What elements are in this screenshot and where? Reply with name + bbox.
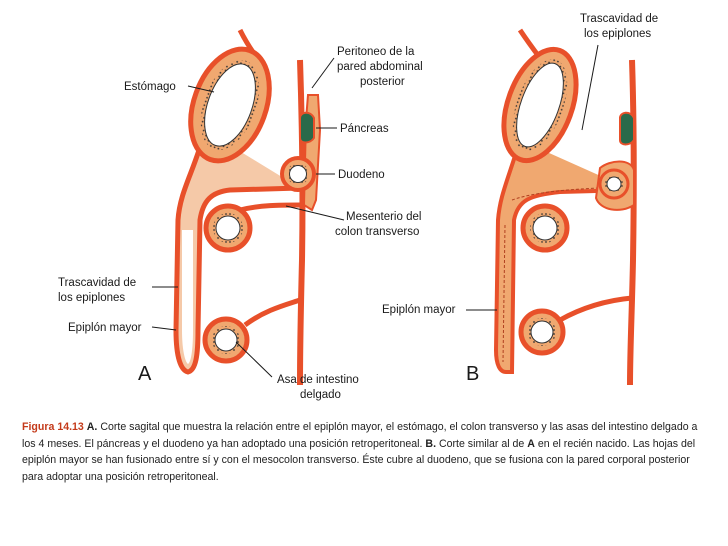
transverse-colon-b <box>520 203 570 253</box>
label-peritoneo-1: Peritoneo de la <box>337 46 415 58</box>
duodenum <box>280 156 316 192</box>
greater-omentum <box>173 129 301 375</box>
small-intestine-loop <box>202 316 250 364</box>
label-trascavidad-b-2: los epiplones <box>584 28 651 40</box>
label-trascavidad-a-1: Trascavidad de <box>58 277 136 289</box>
caption-text-b-2: en el recién nacido. Las hojas del epipl… <box>22 437 696 483</box>
transverse-colon <box>203 203 253 253</box>
small-intestine-loop-b <box>518 308 566 356</box>
panel-letter-b: B <box>466 363 479 385</box>
pancreas <box>299 111 315 144</box>
fused-greater-omentum <box>493 139 633 374</box>
posterior-wall-peritoneum-b <box>627 59 637 386</box>
figure-number: Figura 14.13 <box>22 421 84 433</box>
label-estomago: Estómago <box>124 81 176 93</box>
pancreas-b <box>619 111 635 146</box>
duodenum-b <box>598 168 630 200</box>
caption-text-a: Corte sagital que muestra la relación en… <box>22 421 698 450</box>
caption-text-b-1: Corte similar al de <box>436 437 528 450</box>
label-asa-2: delgado <box>300 389 341 401</box>
figure-caption: Figura 14.13 A. Corte sagital que muestr… <box>22 419 712 485</box>
panel-letter-a: A <box>138 363 152 385</box>
caption-marker-a: A. <box>86 421 98 433</box>
label-mesenterio-1: Mesenterio del <box>346 211 421 223</box>
label-peritoneo-2: pared abdominal <box>337 61 423 73</box>
label-epiplon-a: Epiplón mayor <box>68 322 142 334</box>
label-trascavidad-b-1: Trascavidad de <box>580 13 658 25</box>
panel-b-diagram: Trascavidad de los epiplones Epiplón may… <box>382 13 658 386</box>
stomach <box>188 46 272 164</box>
label-mesenterio-2: colon transverso <box>335 226 419 238</box>
label-trascavidad-a-2: los epiplones <box>58 292 125 304</box>
label-asa-1: Asa de intestino <box>277 374 359 386</box>
caption-marker-b: B. <box>425 437 437 450</box>
panel-a-diagram: Estómago Peritoneo de la pared abdominal… <box>58 28 423 401</box>
label-duodeno: Duodeno <box>338 169 385 181</box>
label-epiplon-b: Epiplón mayor <box>382 304 456 316</box>
posterior-wall-peritoneum <box>297 59 306 386</box>
caption-marker-a2: A <box>527 437 535 450</box>
label-peritoneo-3: posterior <box>360 76 405 88</box>
label-pancreas: Páncreas <box>340 123 389 135</box>
stomach-b <box>501 46 579 164</box>
